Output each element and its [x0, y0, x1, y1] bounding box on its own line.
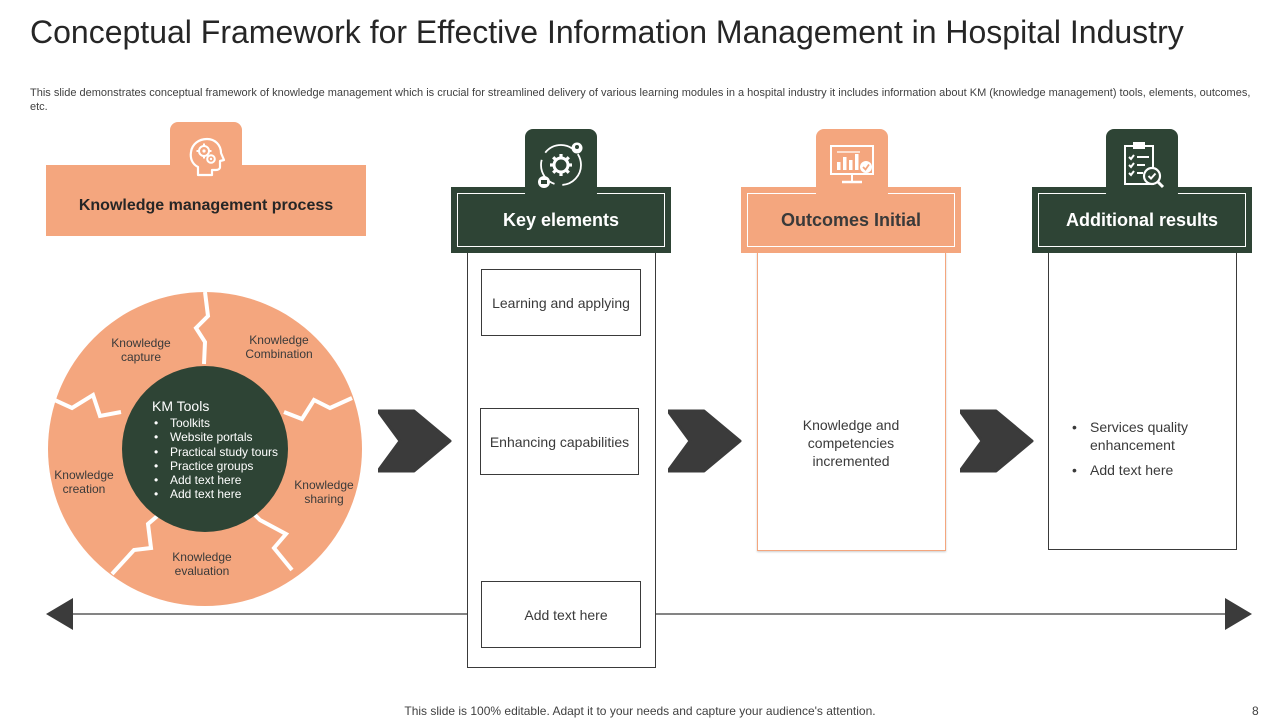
page-number: 8: [1252, 704, 1259, 718]
chevron-right-icon: [378, 409, 452, 473]
km-tool-item: Practice groups: [152, 459, 302, 474]
km-tool-item: Practical study tours: [152, 445, 302, 460]
wheel-label-knowledge-evaluation: Knowledge evaluation: [172, 550, 232, 578]
wheel-divider-left: [48, 391, 122, 419]
slide-title: Conceptual Framework for Effective Infor…: [30, 14, 1184, 50]
outcomes-initial-icon-tile: [816, 129, 888, 201]
additional-results-title: Additional results: [1038, 193, 1246, 247]
wheel-divider-bottom-right: [244, 504, 294, 572]
additional-results-list: Services quality enhancement Add text he…: [1070, 418, 1230, 486]
chevron-right-icon: [960, 409, 1034, 473]
process-icon-tile: [170, 122, 242, 192]
km-tools-list: Toolkits Website portals Practical study…: [152, 416, 302, 502]
outcomes-initial-column: [757, 252, 946, 551]
km-tool-item: Add text here: [152, 473, 302, 488]
km-tools-title: KM Tools: [152, 398, 210, 414]
key-elements-icon-tile: [525, 129, 597, 201]
key-element-text: Enhancing capabilities: [489, 433, 630, 450]
km-tool-item: Toolkits: [152, 416, 302, 431]
head-gears-icon: [189, 137, 226, 177]
key-element-text: Learning and applying: [492, 294, 630, 311]
km-tools-content: KM Tools Toolkits Website portals Practi…: [152, 398, 302, 502]
outcomes-initial-title: Outcomes Initial: [747, 193, 955, 247]
wheel-label-knowledge-combination: Knowledge Combination: [245, 333, 313, 361]
knowledge-management-process-label: Knowledge management process: [78, 196, 334, 214]
additional-result-item: Add text here: [1070, 461, 1230, 479]
slide-subtitle: This slide demonstrates conceptual frame…: [30, 87, 1251, 113]
wheel-divider-bottom-left: [110, 505, 170, 576]
key-elements-title: Key elements: [457, 193, 665, 247]
gear-cycle-icon: [538, 142, 583, 188]
monitor-chart-icon: [830, 145, 874, 184]
additional-result-item: Services quality enhancement: [1070, 418, 1230, 454]
key-element-item: Add text here: [481, 581, 641, 648]
key-element-text: Add text here: [524, 606, 608, 623]
key-element-item: Learning and applying: [481, 269, 641, 336]
clipboard-check-icon: [1124, 142, 1165, 189]
timeline-left-arrowhead: [46, 598, 73, 630]
slide-footer: This slide is 100% editable. Adapt it to…: [404, 704, 876, 718]
wheel-label-knowledge-sharing: Knowledge sharing: [294, 478, 354, 506]
chevron-right-icon: [668, 409, 742, 473]
km-tool-item: Website portals: [152, 430, 302, 445]
km-tool-item: Add text here: [152, 487, 302, 502]
wheel-divider-top: [193, 292, 211, 365]
additional-results-column: [1048, 252, 1237, 550]
outcomes-initial-text: Knowledge and competencies incremented: [802, 417, 900, 469]
wheel-label-knowledge-creation: Knowledge creation: [54, 468, 114, 496]
additional-results-icon-tile: [1106, 129, 1178, 201]
key-element-item: Enhancing capabilities: [480, 408, 639, 475]
timeline-right-arrowhead: [1225, 598, 1252, 630]
wheel-label-knowledge-capture: Knowledge capture: [111, 336, 171, 364]
